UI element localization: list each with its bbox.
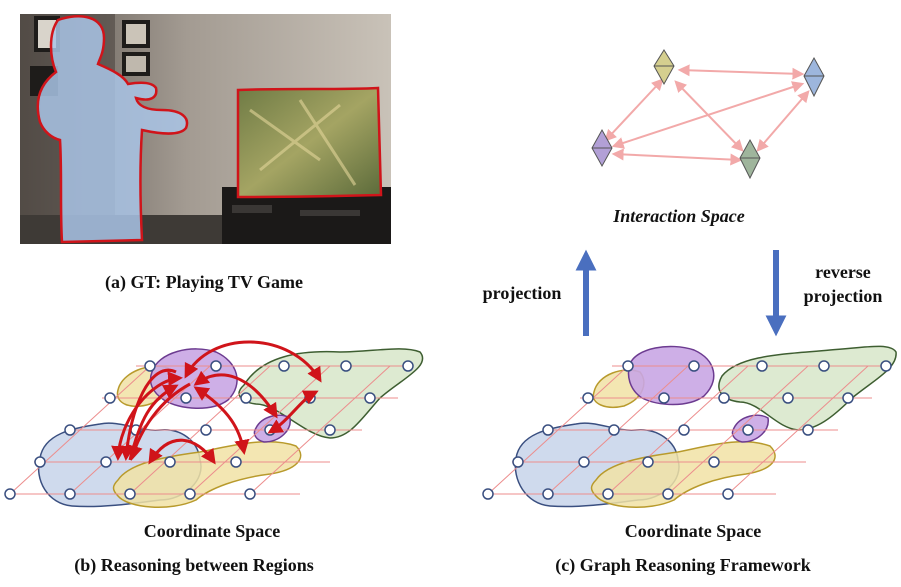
caption-coordinate-space-c: Coordinate Space <box>625 521 762 541</box>
caption-coordinate-space-b: Coordinate Space <box>144 521 281 541</box>
caption-interaction-space: Interaction Space <box>612 206 745 226</box>
photo-gt-playing-tv-game <box>20 14 391 244</box>
caption-b: (b) Reasoning between Regions <box>74 555 314 576</box>
label-reverse: reverse <box>815 262 871 282</box>
panel-c-coordinate-space <box>483 346 896 507</box>
caption-a: (a) GT: Playing TV Game <box>105 272 303 293</box>
panel-b-coordinate-space <box>5 342 423 507</box>
region-purple-large <box>151 349 238 408</box>
label-projection: projection <box>483 283 562 303</box>
caption-c: (c) Graph Reasoning Framework <box>555 555 810 576</box>
interaction-space-graph <box>592 50 824 178</box>
label-reverse-projection: projection <box>804 286 883 306</box>
